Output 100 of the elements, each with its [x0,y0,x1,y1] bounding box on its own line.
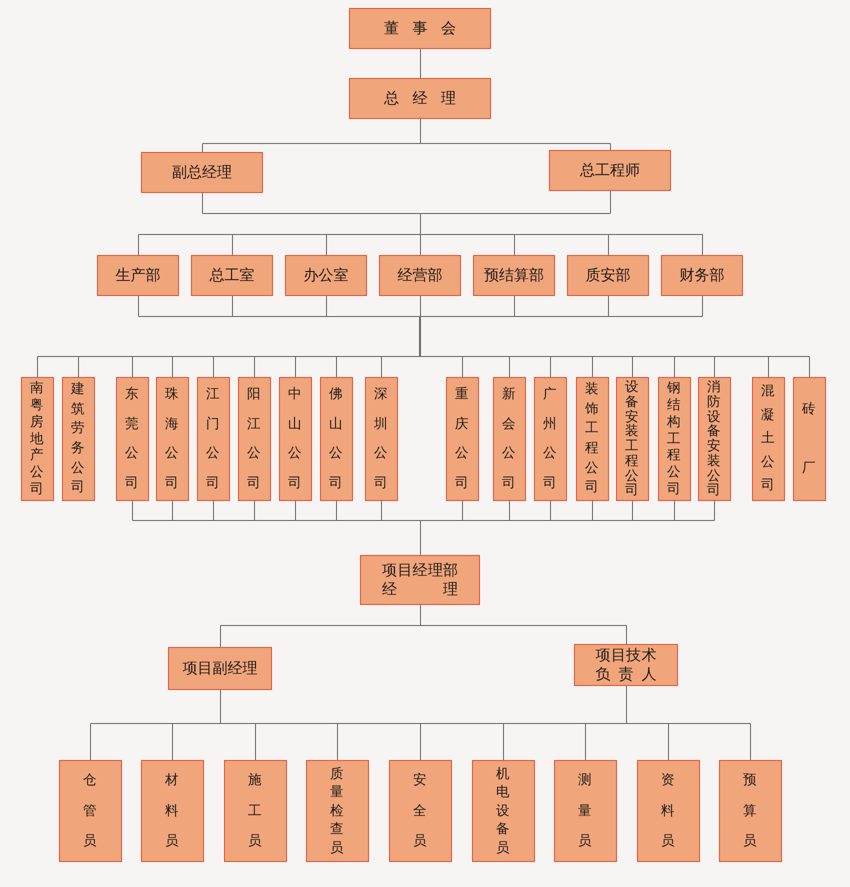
connector-line [610,190,611,214]
org-unit-box [141,152,263,193]
connector-line [592,356,593,378]
connector-line [420,604,421,626]
org-unit-box [224,760,286,862]
connector-line [255,723,256,760]
bus-line [503,723,586,724]
org-unit-label: 总工室 [210,266,254,286]
org-unit-box [549,150,671,191]
bus-line [202,143,421,144]
connector-line [202,143,203,152]
org-unit-label: 总经理 [384,88,456,108]
org-unit-box [658,377,690,501]
bus-line [420,213,421,235]
org-unit-label: 广州公司 [542,385,558,492]
connector-line [336,500,337,521]
bus-line [550,520,593,521]
connector-line [132,500,133,521]
bus-line [172,520,214,521]
org-unit-box [792,377,826,501]
org-unit-label: 东莞公司 [124,385,140,492]
bus-line [172,723,221,724]
connector-line [326,234,327,256]
org-unit-label: 质量检查员 [329,764,345,858]
bus-line [90,723,173,724]
connector-line [213,500,214,521]
connector-line [326,296,327,317]
bus-line [608,234,703,235]
org-unit-label: 江门公司 [205,385,221,492]
org-unit-label: 项目副经理 [182,658,258,678]
bus-line [295,520,337,521]
bus-line [381,520,421,521]
org-unit-label: 钢结构工程公司 [666,380,682,498]
connector-line [254,356,255,378]
org-unit-box [574,644,678,686]
connector-line [202,192,203,214]
org-unit-box [116,377,148,501]
org-unit-label: 预结算部 [484,266,544,286]
bus-line [462,356,510,357]
bus-line [220,723,256,724]
connector-line [714,500,715,521]
bus-line [592,520,633,521]
org-unit-box [472,760,534,862]
connector-line [514,234,515,256]
bus-line [420,234,515,235]
bus-line [668,723,751,724]
connector-line [232,296,233,317]
org-unit-box [698,377,730,501]
connector-line [220,690,221,724]
connector-line [420,520,421,556]
bus-line [232,234,327,235]
bus-line [213,520,255,521]
org-unit-box [718,760,782,862]
bus-line [254,356,296,357]
bus-line [514,316,609,317]
bus-line [172,356,214,357]
bus-line [138,234,233,235]
org-unit-label: 副总经理 [172,162,232,182]
org-unit-box [379,255,461,296]
connector-line [626,625,627,644]
connector-line [768,356,769,378]
bus-line [550,356,593,357]
org-unit-box [388,760,452,862]
connector-line [336,356,337,378]
connector-line [462,500,463,521]
bus-line [295,356,337,357]
org-unit-label: 办公室 [304,266,348,286]
connector-line [550,500,551,521]
bus-line [632,520,675,521]
org-unit-label: 珠海公司 [164,385,180,492]
bus-line [232,316,327,317]
connector-line [509,500,510,521]
org-unit-box [320,377,352,501]
org-unit-label: 财务部 [680,266,724,286]
bus-line [326,316,421,317]
org-unit-label: 项目技术负责人 [596,646,656,684]
org-unit-box [364,377,398,501]
org-unit-label: 材料员 [164,770,180,852]
org-unit-label: 质安部 [586,266,630,286]
connector-line [220,625,221,648]
connector-line [750,723,751,760]
bus-line [132,520,173,521]
bus-line [626,723,669,724]
connector-line [608,234,609,256]
org-unit-box [191,255,273,296]
org-unit-label: 测量员 [577,770,593,852]
org-unit-box [306,760,368,862]
bus-line [608,316,703,317]
org-unit-label: 生产部 [116,266,160,286]
org-unit-label: 混凝土公司 [760,382,776,496]
bus-line [255,723,338,724]
bus-line [674,356,715,357]
bus-line [420,625,627,626]
org-unit-label: 设备安装工程公司 [624,380,640,498]
bus-line [674,520,715,521]
connector-line [550,356,551,378]
connector-line [420,723,421,760]
org-unit-label: 南粤房地产公司 [29,380,45,498]
org-unit-label: 阳江公司 [246,385,262,492]
connector-line [78,356,79,378]
